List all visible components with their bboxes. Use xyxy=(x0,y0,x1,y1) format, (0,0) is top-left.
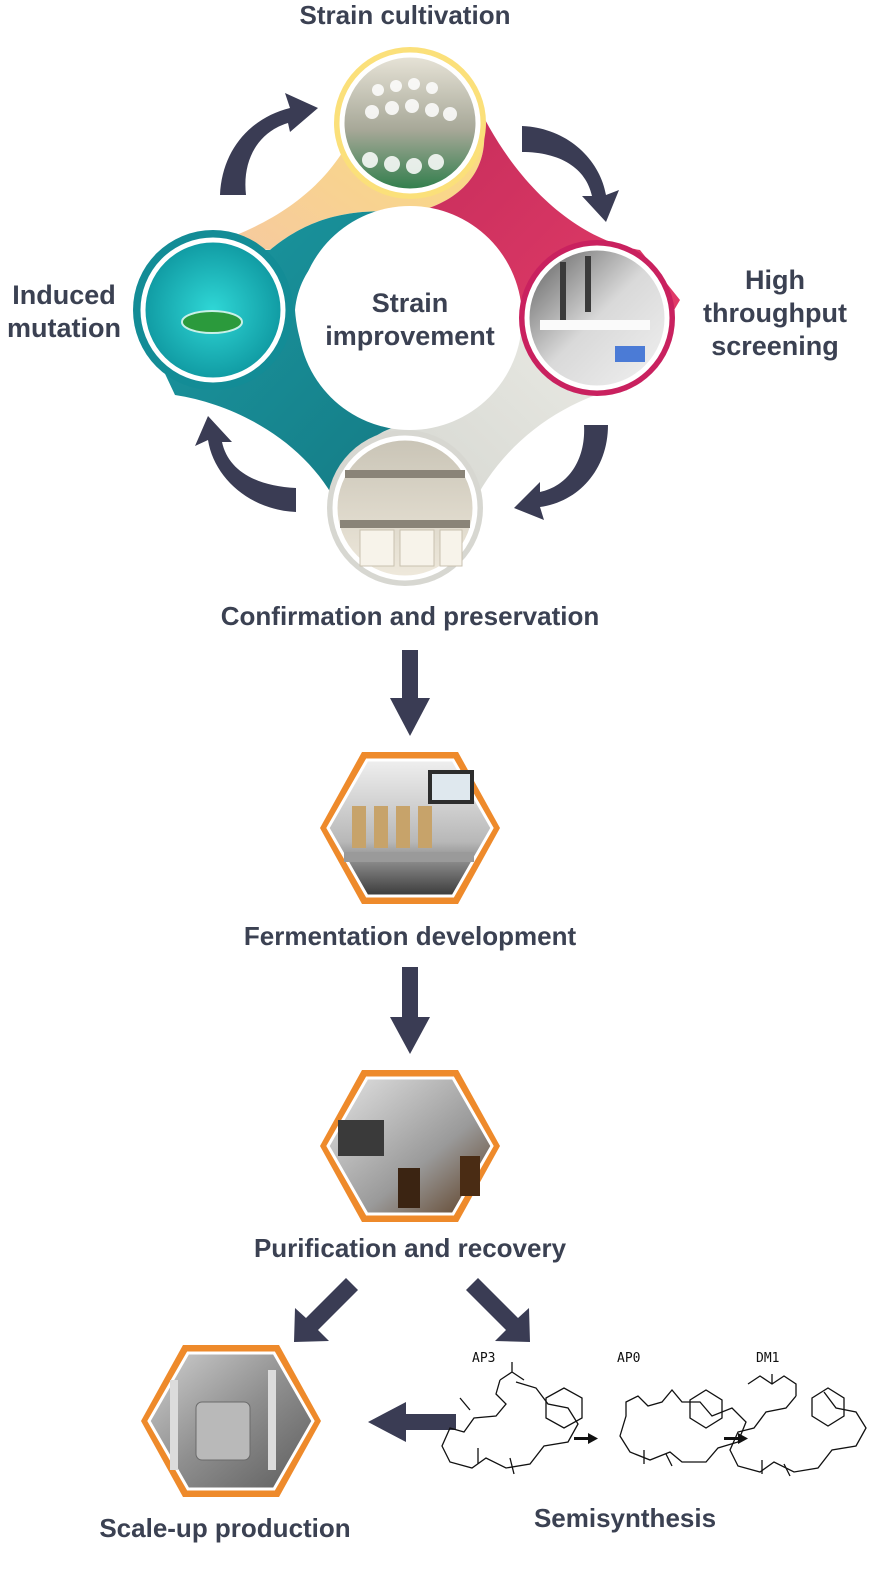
molecule-ap0 xyxy=(619,1388,747,1467)
hex-photo-purification xyxy=(320,1070,500,1222)
label-induced-line1: Induced xyxy=(12,280,116,310)
diagonal-arrow-right xyxy=(466,1278,530,1342)
stage-photo-induced-mutation xyxy=(133,230,293,390)
down-arrow-2 xyxy=(390,967,430,1054)
center-hole xyxy=(298,206,522,430)
label-center-line1: Strain xyxy=(371,288,449,318)
stage-photo-strain-cultivation xyxy=(334,47,486,199)
molecule-arrows xyxy=(574,1433,748,1444)
molecule-ap3 xyxy=(441,1362,583,1475)
molecule-dm1 xyxy=(729,1374,867,1477)
label-hts-line1: High xyxy=(745,265,805,295)
hex-photo-fermentation xyxy=(320,752,500,904)
label-fermentation: Fermentation development xyxy=(243,921,577,951)
cycle-arrow-top-left xyxy=(220,93,318,195)
cycle-arrow-bottom-left xyxy=(195,416,296,512)
label-hts-line3: screening xyxy=(711,331,839,361)
label-molecule-ap0: AP0 xyxy=(617,1351,641,1366)
label-induced-line2: mutation xyxy=(7,313,121,343)
label-hts-line2: throughput xyxy=(703,298,847,328)
molecule-structures xyxy=(441,1362,867,1477)
label-semisynthesis: Semisynthesis xyxy=(533,1503,717,1533)
mol-arrow-2 xyxy=(724,1437,740,1440)
down-arrow-1 xyxy=(390,650,430,736)
label-molecule-dm1: DM1 xyxy=(756,1351,780,1366)
label-center-line2: improvement xyxy=(325,321,495,351)
cycle-arrow-bottom-right xyxy=(514,425,608,520)
stage-photo-high-throughput-screening xyxy=(519,240,675,396)
cycle-arrows xyxy=(195,93,619,520)
mol-arrow-1 xyxy=(574,1437,590,1440)
label-strain-cultivation: Strain cultivation xyxy=(299,0,511,30)
hex-photo-scaleup xyxy=(141,1345,321,1497)
left-arrow-semisynthesis xyxy=(368,1402,456,1442)
stage-photo-confirmation-preservation xyxy=(327,430,483,586)
label-molecule-ap3: AP3 xyxy=(472,1351,496,1366)
cycle-arrow-top-right xyxy=(522,126,619,222)
label-confirmation-preservation: Confirmation and preservation xyxy=(220,601,600,631)
label-purification: Purification and recovery xyxy=(253,1233,567,1263)
label-scaleup: Scale-up production xyxy=(99,1513,351,1543)
diagonal-arrow-left xyxy=(294,1278,358,1342)
